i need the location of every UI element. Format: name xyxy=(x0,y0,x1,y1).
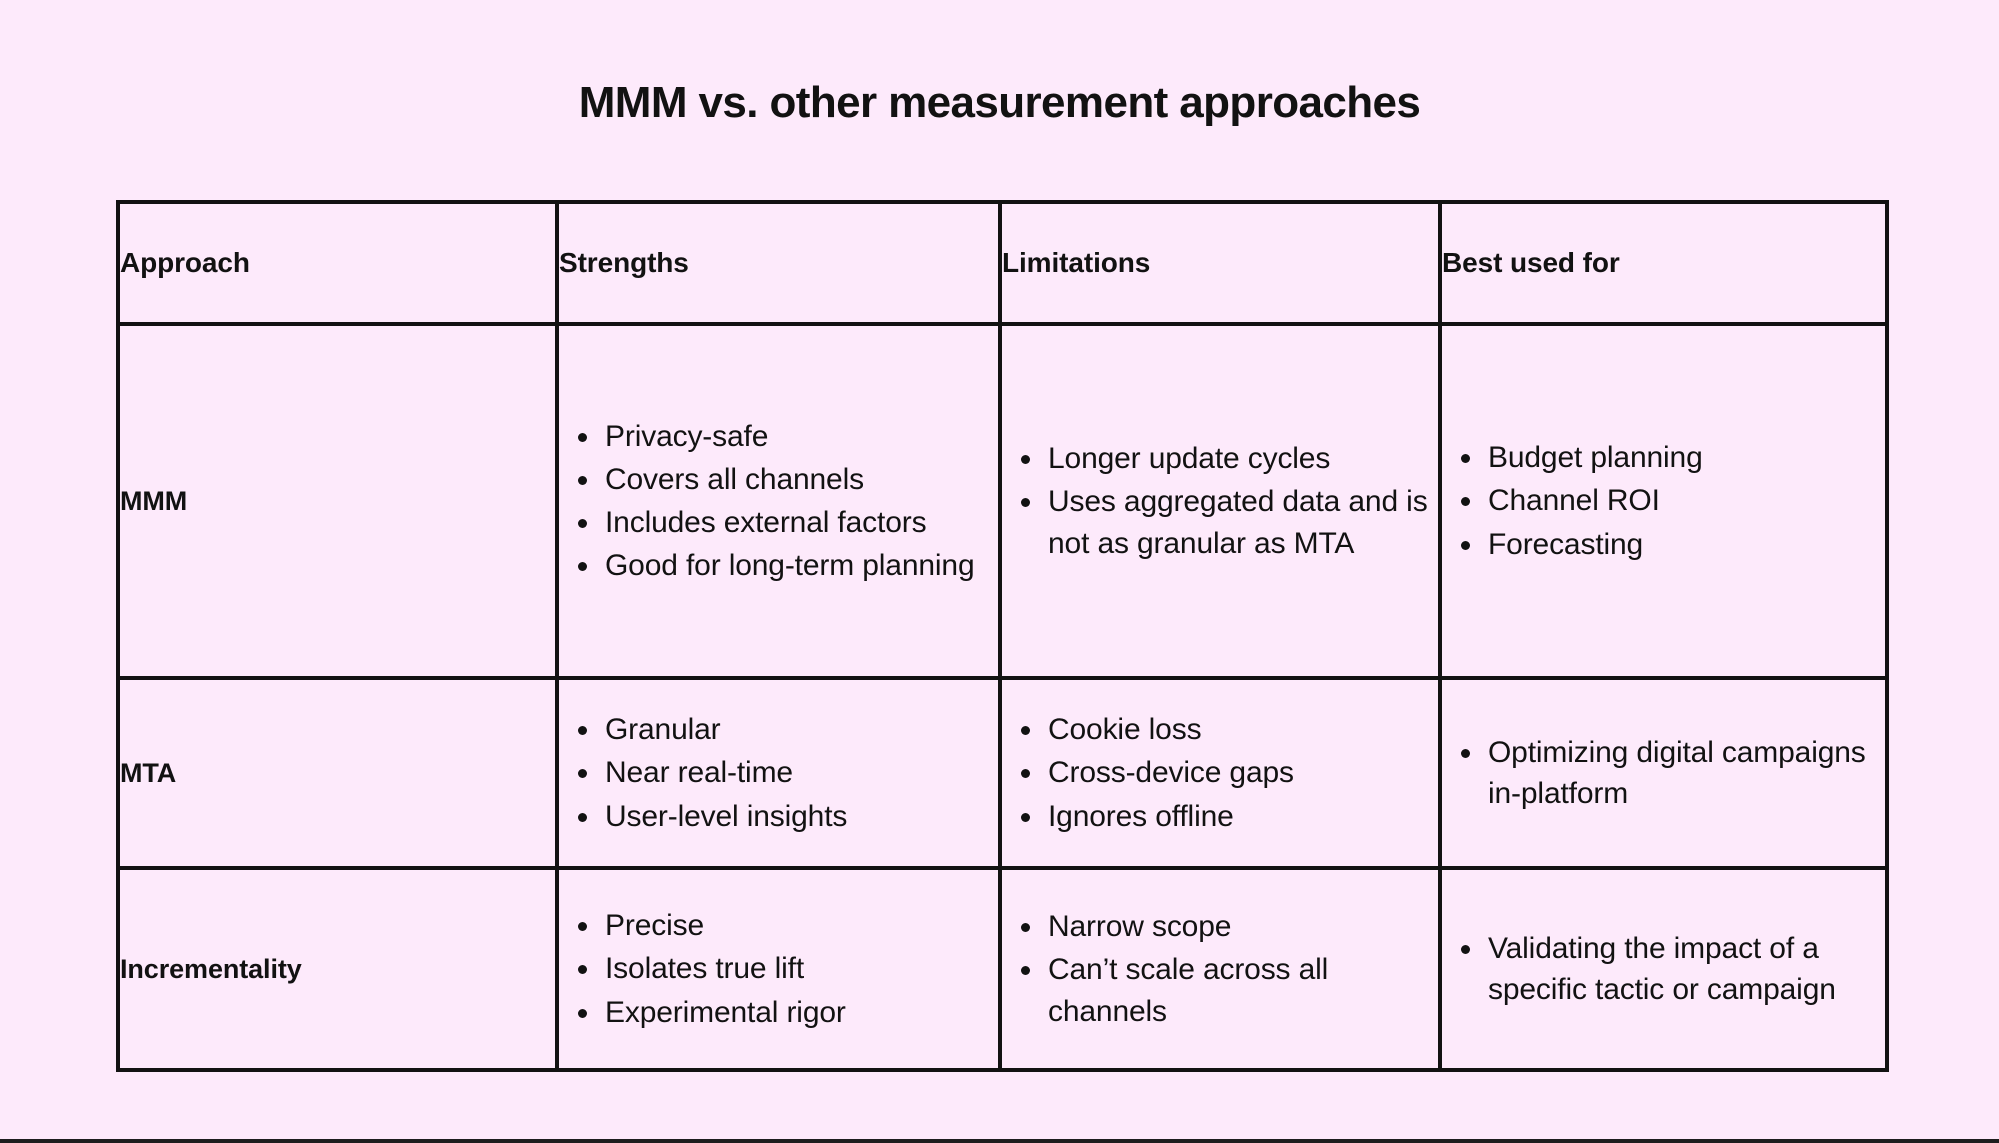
bullet-list: Validating the impact of a specific tact… xyxy=(1442,928,1885,1010)
table-header-row: Approach Strengths Limitations Best used… xyxy=(116,200,1889,326)
table-row: MMM Privacy-safe Covers all channels Inc… xyxy=(116,322,1889,680)
column-header-best-used-for: Best used for xyxy=(1438,200,1889,326)
bullet-list: Privacy-safe Covers all channels Include… xyxy=(559,416,998,586)
table-header: Approach Strengths Limitations Best used… xyxy=(116,200,1889,326)
list-item: Optimizing digital campaigns in-platform xyxy=(1461,732,1885,814)
bullet-list: Narrow scope Can’t scale across all chan… xyxy=(1002,906,1438,1031)
list-item: Includes external factors xyxy=(578,502,998,543)
list-item: Channel ROI xyxy=(1461,480,1885,521)
list-item: Uses aggregated data and is not as granu… xyxy=(1021,481,1438,563)
list-item: Ignores offline xyxy=(1021,796,1438,837)
list-item: Forecasting xyxy=(1461,524,1885,565)
cell-strengths-mmm: Privacy-safe Covers all channels Include… xyxy=(555,322,1002,680)
bullet-list: Precise Isolates true lift Experimental … xyxy=(559,905,998,1032)
list-item: Near real-time xyxy=(578,752,998,793)
cell-strengths-incrementality: Precise Isolates true lift Experimental … xyxy=(555,866,1002,1072)
column-header-approach: Approach xyxy=(116,200,559,326)
cell-limitations-mta: Cookie loss Cross-device gaps Ignores of… xyxy=(998,676,1442,870)
list-item: Budget planning xyxy=(1461,437,1885,478)
table-row: MTA Granular Near real-time User-level i… xyxy=(116,676,1889,870)
column-header-strengths: Strengths xyxy=(555,200,1002,326)
cell-approach-mta: MTA xyxy=(116,676,559,870)
bullet-list: Cookie loss Cross-device gaps Ignores of… xyxy=(1002,709,1438,836)
list-item: Can’t scale across all channels xyxy=(1021,949,1438,1031)
cell-approach-incrementality: Incrementality xyxy=(116,866,559,1072)
bullet-list: Longer update cycles Uses aggregated dat… xyxy=(1002,438,1438,563)
column-header-limitations: Limitations xyxy=(998,200,1442,326)
bullet-list: Granular Near real-time User-level insig… xyxy=(559,709,998,836)
list-item: User-level insights xyxy=(578,796,998,837)
comparison-table-container: Approach Strengths Limitations Best used… xyxy=(116,200,1889,1072)
cell-best-used-for-incrementality: Validating the impact of a specific tact… xyxy=(1438,866,1889,1072)
page-title: MMM vs. other measurement approaches xyxy=(578,78,1421,127)
cell-best-used-for-mta: Optimizing digital campaigns in-platform xyxy=(1438,676,1889,870)
comparison-table: Approach Strengths Limitations Best used… xyxy=(116,200,1889,1072)
cell-best-used-for-mmm: Budget planning Channel ROI Forecasting xyxy=(1438,322,1889,680)
list-item: Cross-device gaps xyxy=(1021,752,1438,793)
bullet-list: Budget planning Channel ROI Forecasting xyxy=(1442,437,1885,564)
list-item: Narrow scope xyxy=(1021,906,1438,947)
list-item: Cookie loss xyxy=(1021,709,1438,750)
list-item: Privacy-safe xyxy=(578,416,998,457)
cell-strengths-mta: Granular Near real-time User-level insig… xyxy=(555,676,1002,870)
cell-limitations-mmm: Longer update cycles Uses aggregated dat… xyxy=(998,322,1442,680)
bullet-list: Optimizing digital campaigns in-platform xyxy=(1442,732,1885,814)
list-item: Good for long-term planning xyxy=(578,545,998,586)
cell-limitations-incrementality: Narrow scope Can’t scale across all chan… xyxy=(998,866,1442,1072)
list-item: Precise xyxy=(578,905,998,946)
list-item: Covers all channels xyxy=(578,459,998,500)
bottom-divider xyxy=(0,1139,1999,1143)
list-item: Experimental rigor xyxy=(578,992,998,1033)
table-body: MMM Privacy-safe Covers all channels Inc… xyxy=(116,322,1889,1072)
cell-approach-mmm: MMM xyxy=(116,322,559,680)
table-row: Incrementality Precise Isolates true lif… xyxy=(116,866,1889,1072)
list-item: Granular xyxy=(578,709,998,750)
list-item: Isolates true lift xyxy=(578,948,998,989)
list-item: Longer update cycles xyxy=(1021,438,1438,479)
list-item: Validating the impact of a specific tact… xyxy=(1461,928,1885,1010)
